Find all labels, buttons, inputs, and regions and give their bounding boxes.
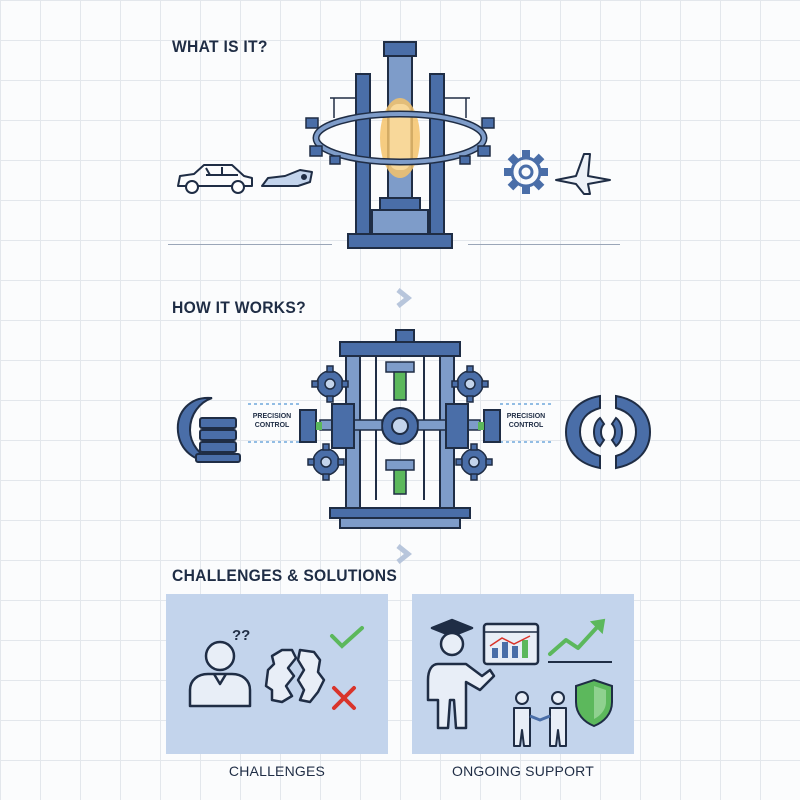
shield-icon	[575, 678, 613, 728]
chevron-right-icon	[396, 288, 413, 308]
baseline-right	[468, 244, 620, 245]
broken-gear-icon	[264, 648, 326, 704]
checkmark-icon	[330, 626, 364, 649]
disc-stack-icon	[195, 417, 241, 463]
section-title-challenges: CHALLENGES & SOLUTIONS	[172, 566, 398, 585]
car-icon	[177, 164, 253, 194]
trend-arrow-icon	[548, 618, 612, 663]
ongoing-support-caption: ONGOING SUPPORT	[452, 763, 594, 779]
gear-icon	[307, 365, 493, 481]
chart-board-icon	[482, 622, 540, 666]
precision-control-label: PRECISION CONTROL	[252, 413, 292, 429]
precision-control-label: PRECISION CONTROL	[506, 413, 546, 429]
section-title-how: HOW IT WORKS?	[172, 298, 306, 317]
baseline-left	[168, 244, 332, 245]
gear-icon	[504, 150, 548, 194]
test-rig-upper	[305, 41, 495, 249]
handshake-icon	[513, 691, 567, 747]
section-title-what: WHAT IS IT?	[172, 37, 268, 56]
test-rig-lower	[299, 329, 501, 529]
airplane-icon	[555, 153, 611, 195]
chevron-right-icon	[396, 544, 413, 564]
ring-coupling-icon	[564, 394, 652, 470]
instructor-icon	[426, 618, 496, 730]
part-icon	[261, 169, 313, 187]
cross-icon	[332, 686, 356, 710]
challenges-caption: CHALLENGES	[228, 763, 326, 779]
svg-text:??: ??	[232, 627, 250, 644]
confused-person-icon: ??	[188, 627, 252, 708]
